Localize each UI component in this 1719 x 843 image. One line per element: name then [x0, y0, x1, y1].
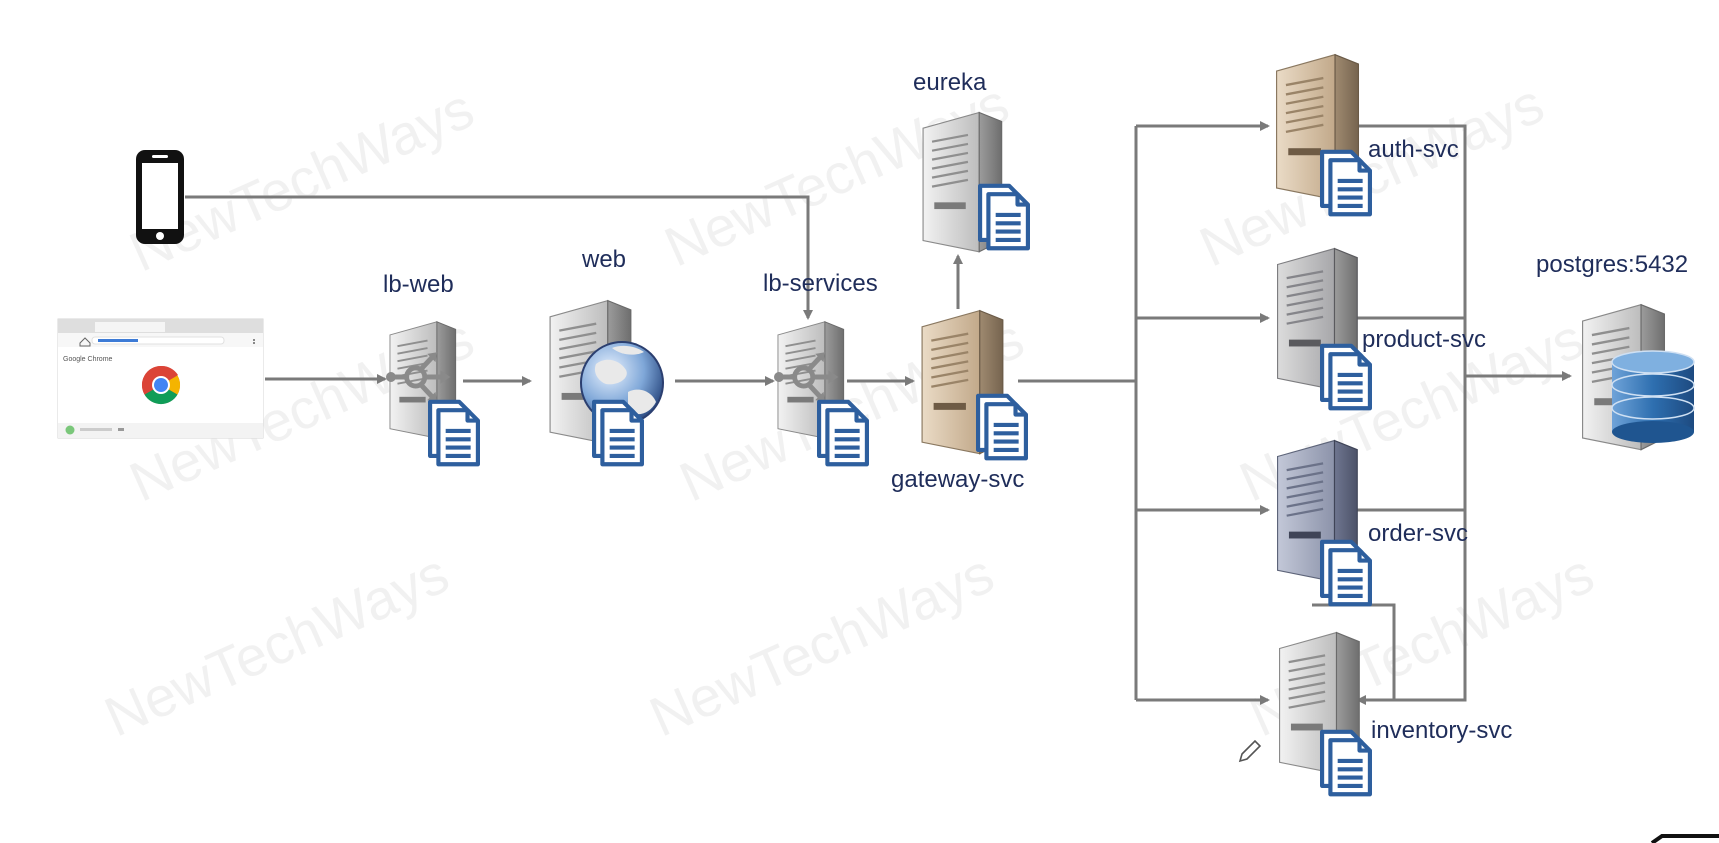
order-svc-server-icon — [1276, 439, 1370, 605]
product-svc-label: product-svc — [1362, 326, 1487, 353]
connectors — [185, 121, 1572, 705]
eureka-server-icon — [921, 111, 1028, 253]
inventory-svc-server-icon — [1278, 631, 1370, 795]
browser-brand-text: Google Chrome — [63, 356, 113, 363]
lb-web-server-icon — [386, 320, 478, 464]
postgres-label: postgres:5432 — [1536, 251, 1689, 278]
database-icon — [1611, 350, 1695, 443]
lb-web-label: lb-web — [383, 271, 454, 298]
postgres-server-icon — [1581, 303, 1695, 451]
auth-svc-server-icon — [1275, 53, 1370, 215]
gateway-svc-server-icon — [920, 309, 1026, 459]
pencil-icon — [1238, 739, 1262, 763]
gateway-svc-label: gateway-svc — [891, 466, 1025, 493]
inventory-svc-label: inventory-svc — [1371, 717, 1513, 744]
auth-svc-label: auth-svc — [1368, 136, 1459, 163]
web-server-icon — [548, 299, 664, 465]
browser-window-icon: Google Chrome — [57, 318, 264, 439]
order-svc-label: order-svc — [1368, 520, 1469, 547]
chrome-logo-icon — [141, 365, 181, 405]
eureka-label: eureka — [913, 69, 987, 96]
product-svc-server-icon — [1276, 247, 1370, 409]
lb-services-server-icon — [774, 320, 867, 464]
service-bus-right — [1345, 124, 1467, 705]
phone-to-lb-services-arrow — [185, 195, 813, 320]
mobile-phone-icon — [136, 150, 184, 244]
corner-logo-fragment — [1650, 834, 1719, 843]
lb-services-label: lb-services — [763, 270, 878, 297]
web-label: web — [582, 246, 627, 273]
